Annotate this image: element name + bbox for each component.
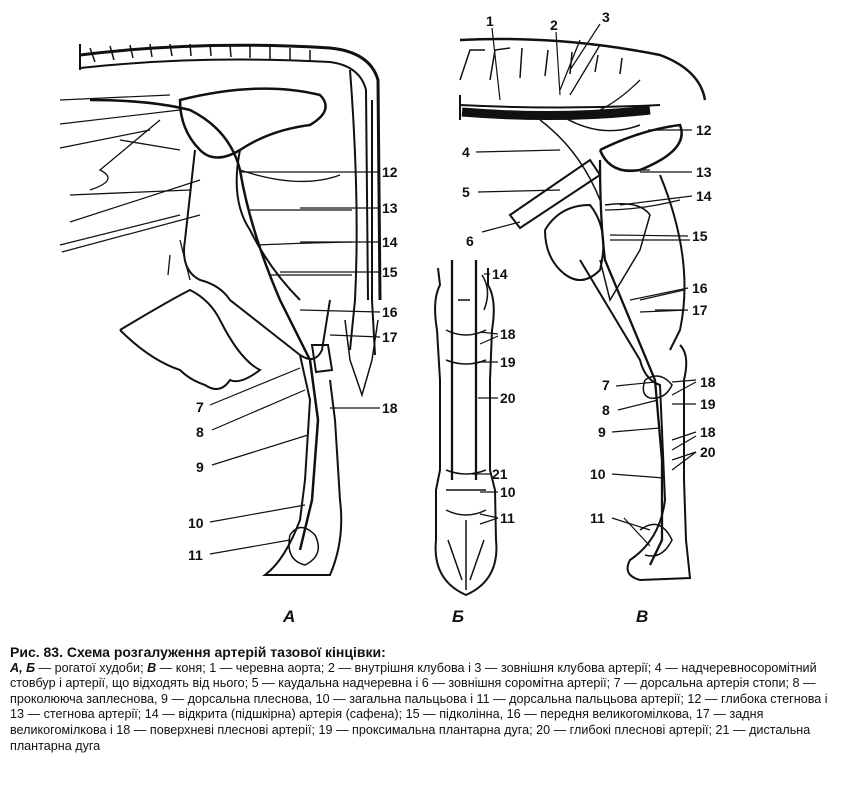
label-c-18b: 18 — [700, 424, 716, 440]
caption-lead-text: — рогатої худоби; — [35, 660, 148, 675]
panel-title-b: Б — [452, 607, 464, 626]
figure-caption: Рис. 83. Схема розгалуження артерій тазо… — [10, 644, 832, 754]
label-b-14: 14 — [492, 266, 508, 282]
label-c-20: 20 — [700, 444, 716, 460]
label-c-8: 8 — [602, 402, 610, 418]
label-a-17: 17 — [382, 329, 398, 345]
label-c-13: 13 — [696, 164, 712, 180]
panel-b-leaders — [472, 273, 499, 525]
label-c-18a: 18 — [700, 374, 716, 390]
label-b-21: 21 — [492, 466, 508, 482]
arterial-diagram: 12 13 14 15 16 17 18 7 8 9 10 11 1 2 3 6… — [59, 9, 716, 626]
panel-b-labels: 1 2 3 6 14 18 19 20 21 10 11 — [466, 9, 610, 526]
label-c-17: 17 — [692, 302, 708, 318]
label-a-10: 10 — [188, 515, 204, 531]
label-a-12: 12 — [382, 164, 398, 180]
label-b-11: 11 — [500, 510, 515, 526]
label-a-7: 7 — [196, 399, 204, 415]
label-c-7: 7 — [602, 377, 610, 393]
label-a-16: 16 — [382, 304, 398, 320]
label-c-4: 4 — [462, 144, 470, 160]
label-c-14: 14 — [696, 188, 712, 204]
label-b-18: 18 — [500, 326, 516, 342]
panel-title-c: В — [636, 607, 648, 626]
panel-a-drawing — [59, 43, 382, 576]
label-b-10: 10 — [500, 484, 516, 500]
panel-a-labels: 12 13 14 15 16 17 18 7 8 9 10 11 — [188, 164, 398, 563]
label-c-10: 10 — [590, 466, 606, 482]
label-b-20: 20 — [500, 390, 516, 406]
caption-title: Рис. 83. Схема розгалуження артерій тазо… — [10, 644, 386, 660]
label-a-14: 14 — [382, 234, 398, 250]
label-a-15: 15 — [382, 264, 398, 280]
label-a-13: 13 — [382, 200, 398, 216]
label-c-19: 19 — [700, 396, 716, 412]
caption-lead-bold2: В — [147, 660, 157, 675]
label-c-12: 12 — [696, 122, 712, 138]
caption-lead-bold: А, Б — [10, 660, 36, 675]
label-c-5: 5 — [462, 184, 470, 200]
panel-title-a: А — [282, 607, 295, 626]
panel-c-labels: 4 5 7 8 9 10 11 12 13 14 15 16 17 18 19 … — [462, 122, 716, 526]
label-c-15: 15 — [692, 228, 708, 244]
panel-b-drawing — [434, 260, 498, 597]
panel-c-drawing — [459, 37, 707, 582]
label-a-11: 11 — [188, 547, 203, 563]
label-1: 1 — [486, 13, 494, 29]
label-a-8: 8 — [196, 424, 204, 440]
label-c-11: 11 — [590, 510, 605, 526]
panel-a-leaders — [59, 94, 381, 555]
panel-titles: А Б В — [282, 607, 648, 626]
label-b-19: 19 — [500, 354, 516, 370]
label-c-9: 9 — [598, 424, 606, 440]
label-a-18: 18 — [382, 400, 398, 416]
label-c-16: 16 — [692, 280, 708, 296]
label-a-9: 9 — [196, 459, 204, 475]
panel-c-leaders — [475, 23, 697, 547]
caption-lead: А, Б — рогатої худоби; В — [10, 661, 156, 675]
label-b-6: 6 — [466, 233, 474, 249]
caption-body: — коня; 1 — черевна аорта; 2 — внутрішня… — [10, 660, 828, 753]
label-3: 3 — [602, 9, 610, 25]
label-2: 2 — [550, 17, 558, 33]
